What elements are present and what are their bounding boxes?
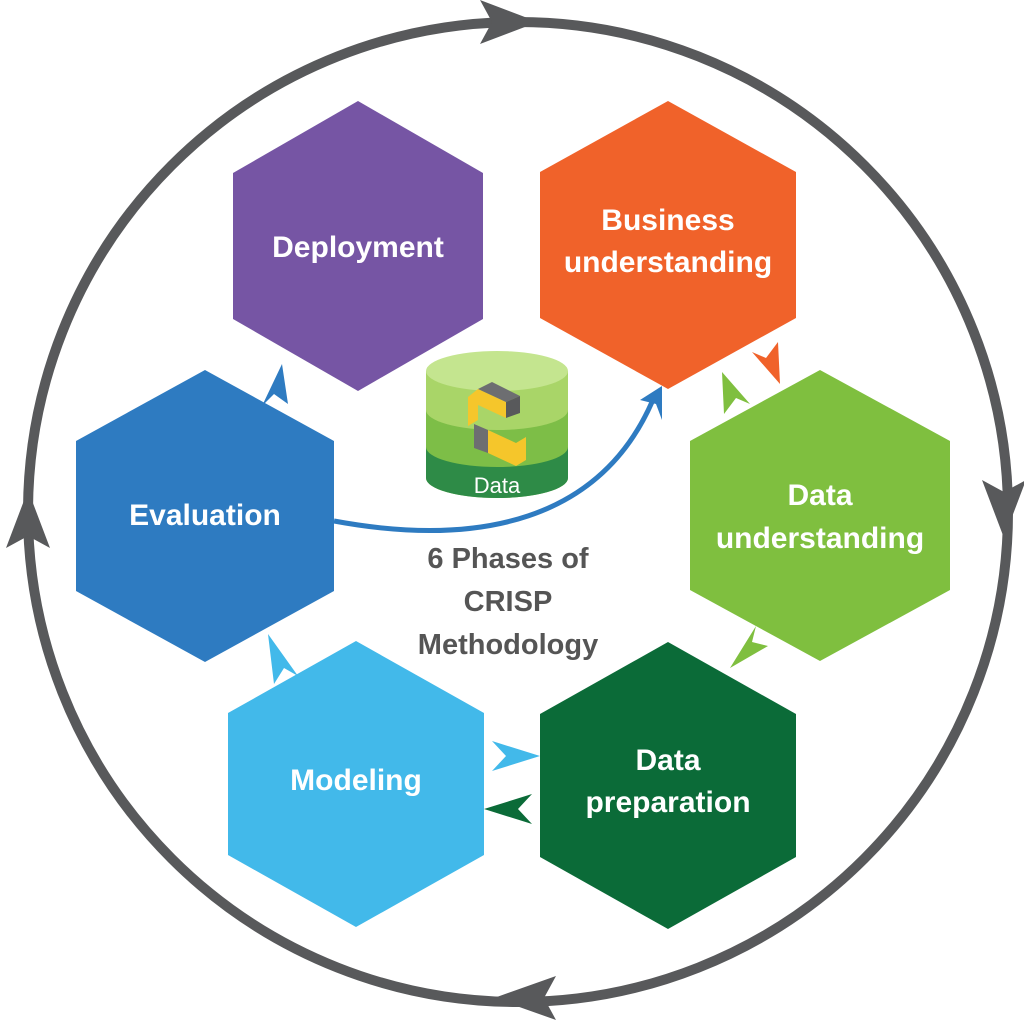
phase-label-data-preparation-line1: Data — [635, 744, 700, 777]
hex-business — [540, 101, 796, 389]
phase-label-business-line2: understanding — [564, 246, 772, 279]
hex-evaluation — [76, 370, 334, 662]
arrow-preparation-to-modeling-icon — [484, 794, 532, 824]
database-label: Data — [474, 473, 521, 498]
hex-deployment — [233, 101, 483, 391]
phase-label-data-understanding-line1: Data — [787, 479, 852, 512]
hex-modeling — [228, 641, 484, 927]
arrow-understanding-to-preparation-icon — [730, 626, 768, 668]
hex-data-understanding — [690, 370, 950, 661]
ring-arrow-right-icon — [982, 480, 1024, 538]
arrow-business-to-understanding-icon — [752, 342, 780, 384]
center-title-line1: 6 Phases of — [427, 543, 589, 575]
arrow-modeling-to-preparation-icon — [492, 741, 540, 771]
phase-label-business-line1: Business — [601, 204, 734, 237]
logo-icon — [468, 382, 526, 466]
ring-arrow-top-icon — [480, 0, 538, 44]
database-icon: Data — [426, 351, 568, 498]
phase-label-deployment: Deployment — [272, 231, 444, 264]
feedback-arrow — [333, 400, 655, 533]
phase-label-evaluation: Evaluation — [129, 499, 281, 532]
arrow-modeling-to-evaluation-icon — [268, 634, 298, 684]
feedback-arrow-head-icon — [640, 386, 662, 420]
ring-arrow-left-icon — [6, 490, 50, 548]
arrow-understanding-to-business-icon — [722, 372, 750, 414]
arrow-evaluation-to-deployment-icon — [262, 364, 288, 406]
center-title-line3: Methodology — [418, 629, 598, 661]
hex-data-preparation — [540, 642, 796, 929]
phase-label-data-preparation-line2: preparation — [585, 786, 750, 819]
center-title-line2: CRISP — [464, 586, 553, 618]
phase-label-modeling: Modeling — [290, 764, 422, 797]
ring-arrow-bottom-icon — [494, 976, 556, 1020]
phase-label-data-understanding-line2: understanding — [716, 522, 924, 555]
